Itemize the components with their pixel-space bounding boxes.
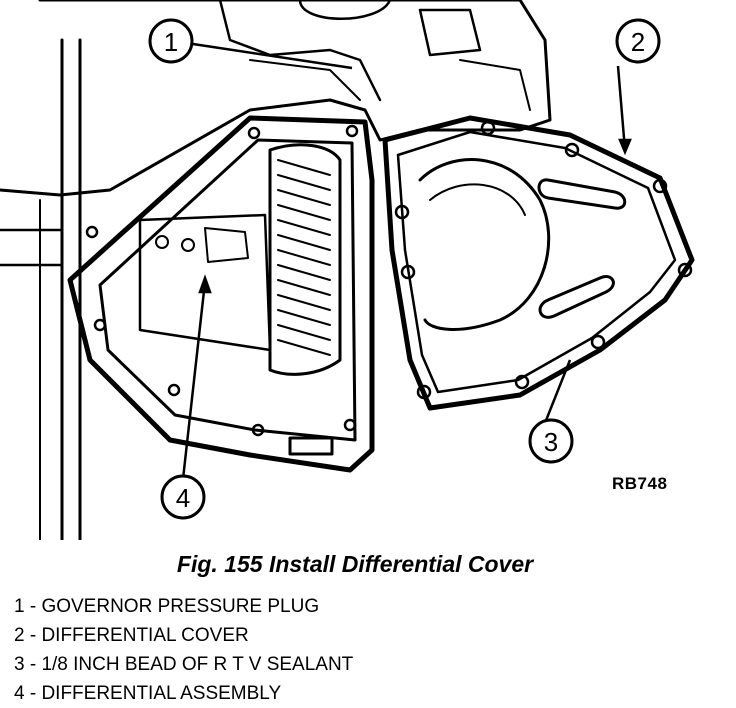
- callout-number-1: 1: [164, 27, 178, 57]
- callout-number-4: 4: [176, 483, 190, 513]
- figure-code: RB748: [612, 474, 668, 493]
- legend-item-3: 3 - 1/8 INCH BEAD OF R T V SEALANT: [14, 654, 354, 675]
- ring-gear: [268, 143, 342, 376]
- transmission-case: [0, 0, 552, 197]
- legend-list: 1 - GOVERNOR PRESSURE PLUG 2 - DIFFERENT…: [14, 592, 353, 708]
- legend-item-4: 4 - DIFFERENTIAL ASSEMBLY: [14, 683, 282, 704]
- callout-number-3: 3: [544, 427, 558, 457]
- output-shaft: [60, 38, 82, 540]
- case-flange: [67, 115, 375, 473]
- callout-circle-1: [148, 18, 194, 64]
- figure-caption: Fig. 155 Install Differential Cover: [176, 551, 534, 577]
- cover-dome: [418, 158, 551, 331]
- differential-cover: [382, 115, 695, 411]
- differential-illustration: 1 2 3 4: [0, 0, 695, 540]
- callout-circle-3: [528, 418, 574, 464]
- legend-item-1: 1 - GOVERNOR PRESSURE PLUG: [14, 596, 320, 617]
- legend-item-2: 2 - DIFFERENTIAL COVER: [14, 625, 249, 646]
- callout-circle-4: [160, 474, 206, 520]
- callout-circle-2: [615, 18, 661, 64]
- cover-slot-lower: [538, 275, 615, 319]
- cover-slot-upper: [537, 178, 627, 210]
- callout-number-2: 2: [631, 27, 645, 57]
